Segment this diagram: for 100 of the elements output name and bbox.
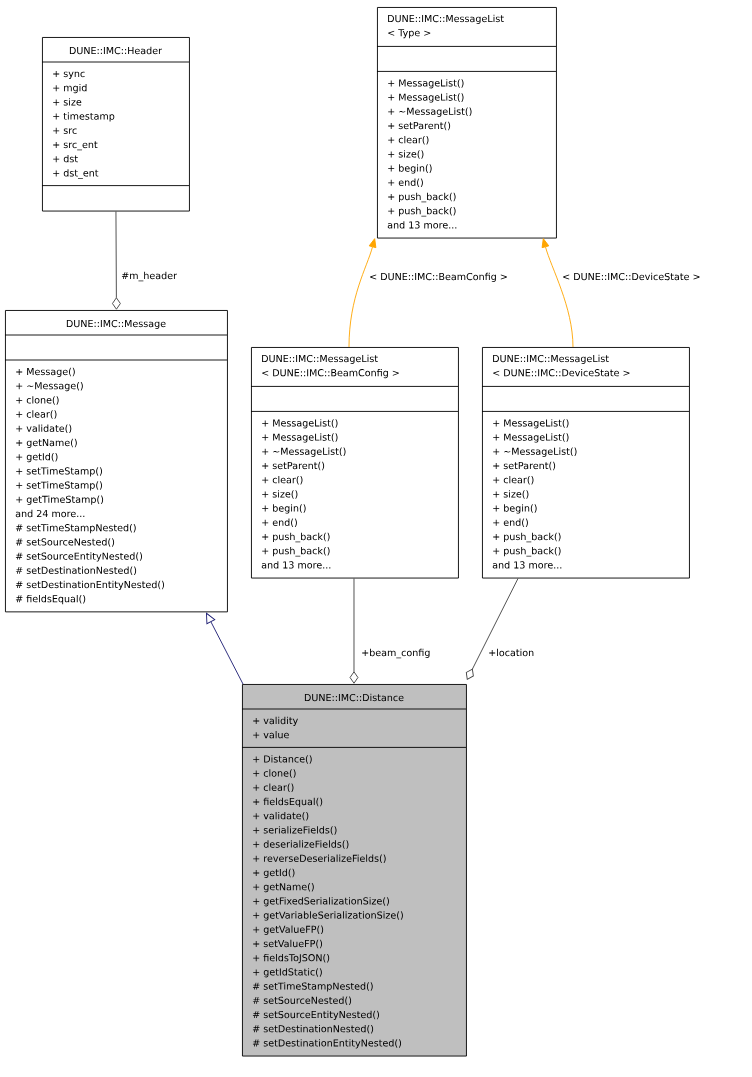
arrow <box>349 578 359 684</box>
class-name: DUNE::IMC::Distance <box>304 693 404 702</box>
member-text: + ~Message() <box>16 381 83 392</box>
member-text: + begin() <box>262 504 306 514</box>
class-name: DUNE::IMC::MessageList <box>262 354 378 364</box>
member-text: + getName() <box>253 882 314 893</box>
class-box <box>376 7 557 239</box>
edge-label: +location <box>487 647 536 658</box>
member-text: # setSourceNested() <box>15 538 115 547</box>
member-text: + MessageList() <box>388 79 464 89</box>
member-text: + setParent() <box>493 461 556 471</box>
member-text: # setSourceEntityNested() <box>252 1010 379 1020</box>
class-name: < DUNE::IMC::DeviceState > <box>493 368 630 377</box>
member-text: + clear() <box>16 410 57 419</box>
member-text: + getId() <box>16 452 58 463</box>
class-name: < Type > <box>388 29 431 39</box>
member-text: + setParent() <box>262 461 325 471</box>
member-text: + getValueFP() <box>253 925 324 935</box>
member-text: + src <box>53 127 77 134</box>
member-text: + push_back() <box>388 206 456 217</box>
member-text: + push_back() <box>493 546 561 557</box>
member-text: + end() <box>493 518 528 528</box>
member-text: + setTimeStamp() <box>16 481 102 491</box>
member-text: # setSourceEntityNested() <box>15 552 142 562</box>
class-box <box>4 310 228 613</box>
member-text: + ~MessageList() <box>493 447 577 457</box>
member-text: + deserializeFields() <box>253 840 349 849</box>
member-text: + src_ent <box>53 141 98 151</box>
member-text: + ~MessageList() <box>262 447 346 457</box>
member-text: # setSourceNested() <box>252 996 352 1006</box>
class-box <box>241 684 467 1057</box>
member-text: + clear() <box>253 783 294 793</box>
member-text: + clear() <box>388 135 429 145</box>
member-text: + validate() <box>16 424 72 434</box>
member-text: + dst_ent <box>53 169 99 179</box>
member-text: and 13 more... <box>261 561 331 569</box>
member-text: + MessageList() <box>262 433 338 443</box>
member-text: + push_back() <box>262 546 330 557</box>
arrow <box>206 612 244 685</box>
class-name: DUNE::IMC::MessageList <box>493 354 609 364</box>
member-text: + push_back() <box>262 532 330 543</box>
member-text: + clone() <box>253 769 296 778</box>
member-text: and 13 more... <box>492 561 562 569</box>
member-text: + fieldsEqual() <box>253 797 323 807</box>
member-text: + ~MessageList() <box>388 107 472 117</box>
class-name: DUNE::IMC::Header <box>69 46 162 55</box>
member-text: + setTimeStamp() <box>16 467 102 477</box>
edge-label: +beam_config <box>360 647 432 660</box>
member-text: + Distance() <box>253 755 312 764</box>
member-text: + MessageList() <box>388 93 464 103</box>
class-box <box>41 37 190 212</box>
class-name: < DUNE::IMC::BeamConfig > <box>262 368 399 379</box>
member-text: + size <box>53 98 82 106</box>
member-text: + getId() <box>253 868 295 878</box>
member-text: + getName() <box>16 438 77 448</box>
member-text: + clone() <box>16 396 59 405</box>
member-text: + end() <box>262 518 297 528</box>
class-box <box>481 347 690 579</box>
edge-label: < DUNE::IMC::DeviceState > <box>561 271 702 282</box>
member-text: # setDestinationNested() <box>15 566 137 576</box>
member-text: # fieldsEqual() <box>15 594 86 605</box>
member-text: + timestamp <box>53 112 115 122</box>
member-text: + mgid <box>53 83 87 94</box>
member-text: + sync <box>53 71 85 79</box>
member-text: + Message() <box>16 367 75 377</box>
member-text: + size() <box>388 150 424 159</box>
member-text: + setValueFP() <box>253 939 323 949</box>
member-text: + begin() <box>493 504 537 514</box>
member-text: # setDestinationEntityNested() <box>15 580 165 590</box>
arrow <box>348 238 377 348</box>
class-name: DUNE::IMC::MessageList <box>388 14 504 24</box>
member-text: # setDestinationEntityNested() <box>252 1039 402 1049</box>
class-box <box>250 347 459 579</box>
member-text: + size() <box>493 490 529 499</box>
edge-label: < DUNE::IMC::BeamConfig > <box>368 271 509 283</box>
arrow <box>112 211 121 310</box>
member-text: + getVariableSerializationSize() <box>253 911 403 921</box>
class-name: DUNE::IMC::Message <box>66 319 166 329</box>
member-text: + end() <box>388 178 423 188</box>
member-text: + validity <box>253 716 298 726</box>
member-text: + value <box>253 730 289 739</box>
member-text: + clear() <box>262 475 303 485</box>
member-text: + clear() <box>493 475 534 485</box>
member-text: and 13 more... <box>387 221 457 229</box>
edge-label: #m_header <box>120 270 178 283</box>
arrow <box>465 578 519 680</box>
member-text: + MessageList() <box>262 419 338 429</box>
member-text: and 24 more... <box>15 509 85 518</box>
member-text: + validate() <box>253 811 309 821</box>
member-text: + MessageList() <box>493 433 569 443</box>
member-text: + push_back() <box>493 532 561 543</box>
member-text: + setParent() <box>388 121 451 131</box>
member-text: + getIdStatic() <box>253 968 322 978</box>
member-text: + begin() <box>388 164 432 174</box>
member-text: # setTimeStampNested() <box>15 523 136 534</box>
member-text: + MessageList() <box>493 419 569 429</box>
member-text: + push_back() <box>388 192 456 203</box>
member-text: # setTimeStampNested() <box>252 982 373 992</box>
member-text: + getFixedSerializationSize() <box>253 897 389 907</box>
member-text: + size() <box>262 490 298 499</box>
